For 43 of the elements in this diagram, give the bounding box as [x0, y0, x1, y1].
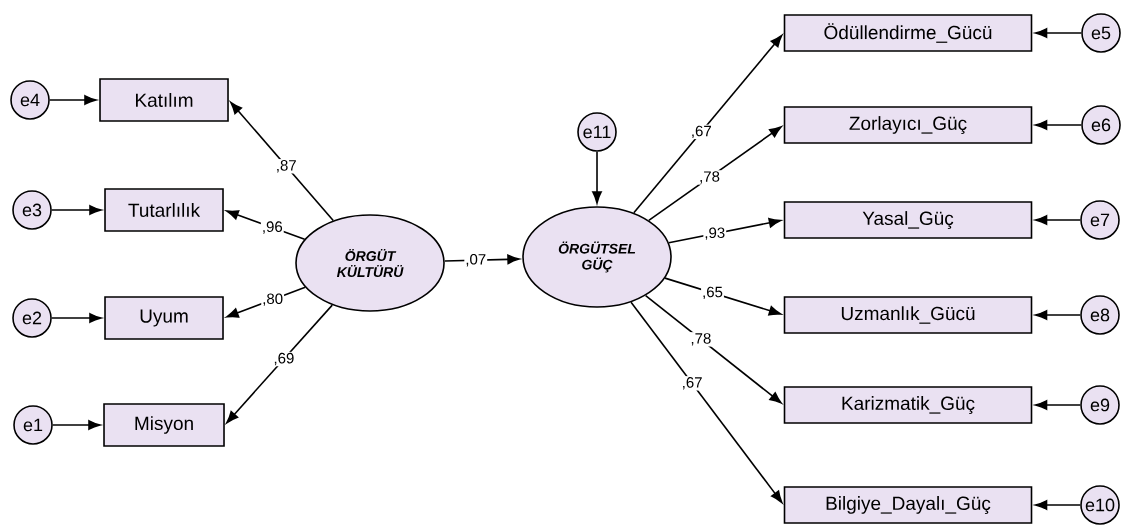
arrow — [443, 254, 520, 265]
edge-label: ,07 — [464, 253, 488, 268]
edge-label: ,93 — [703, 226, 727, 241]
edge-label: ,78 — [689, 332, 713, 347]
arrow — [1034, 215, 1081, 225]
arrow — [51, 205, 102, 215]
arrow — [664, 277, 782, 316]
arrow — [1034, 28, 1082, 38]
arrow — [230, 101, 334, 222]
indicator-box: Tutarlılık — [104, 188, 224, 232]
indicator-box: Uzmanlık_Gücü — [783, 296, 1033, 334]
indicator-box: Ödüllendirme_Gücü — [783, 14, 1033, 52]
arrow — [648, 126, 782, 222]
arrow — [644, 294, 782, 404]
arrow — [630, 301, 783, 504]
arrow — [49, 95, 97, 105]
arrow — [1034, 400, 1081, 410]
indicator-box: Uyum — [104, 296, 224, 340]
edge-label: ,67 — [689, 124, 713, 140]
indicator-box: Yasal_Güç — [783, 201, 1033, 239]
arrow — [668, 217, 782, 244]
arrow — [1034, 120, 1082, 130]
arrow — [226, 304, 334, 424]
arrow — [51, 313, 102, 323]
indicator-box: Misyon — [103, 403, 225, 447]
arrow — [226, 210, 306, 241]
edge-label: ,67 — [680, 376, 704, 391]
arrow — [1034, 500, 1081, 510]
edge-label: ,65 — [701, 285, 724, 301]
indicator-box: Karizmatik_Güç — [783, 386, 1033, 424]
arrow — [592, 151, 602, 204]
arrow — [52, 420, 101, 430]
edge-label: ,80 — [261, 292, 285, 307]
edge-label: ,87 — [274, 159, 298, 174]
indicator-box: Katılım — [99, 78, 229, 122]
indicator-box: Bilgiye_Dayalı_Güç — [783, 486, 1033, 524]
arrow — [1034, 310, 1081, 320]
edge-label: ,78 — [698, 170, 721, 185]
edge-label: ,69 — [272, 351, 296, 367]
arrow — [226, 286, 306, 318]
indicator-box: Zorlayıcı_Güç — [783, 106, 1033, 144]
edge-label: ,96 — [260, 220, 284, 235]
arrow — [633, 34, 783, 214]
